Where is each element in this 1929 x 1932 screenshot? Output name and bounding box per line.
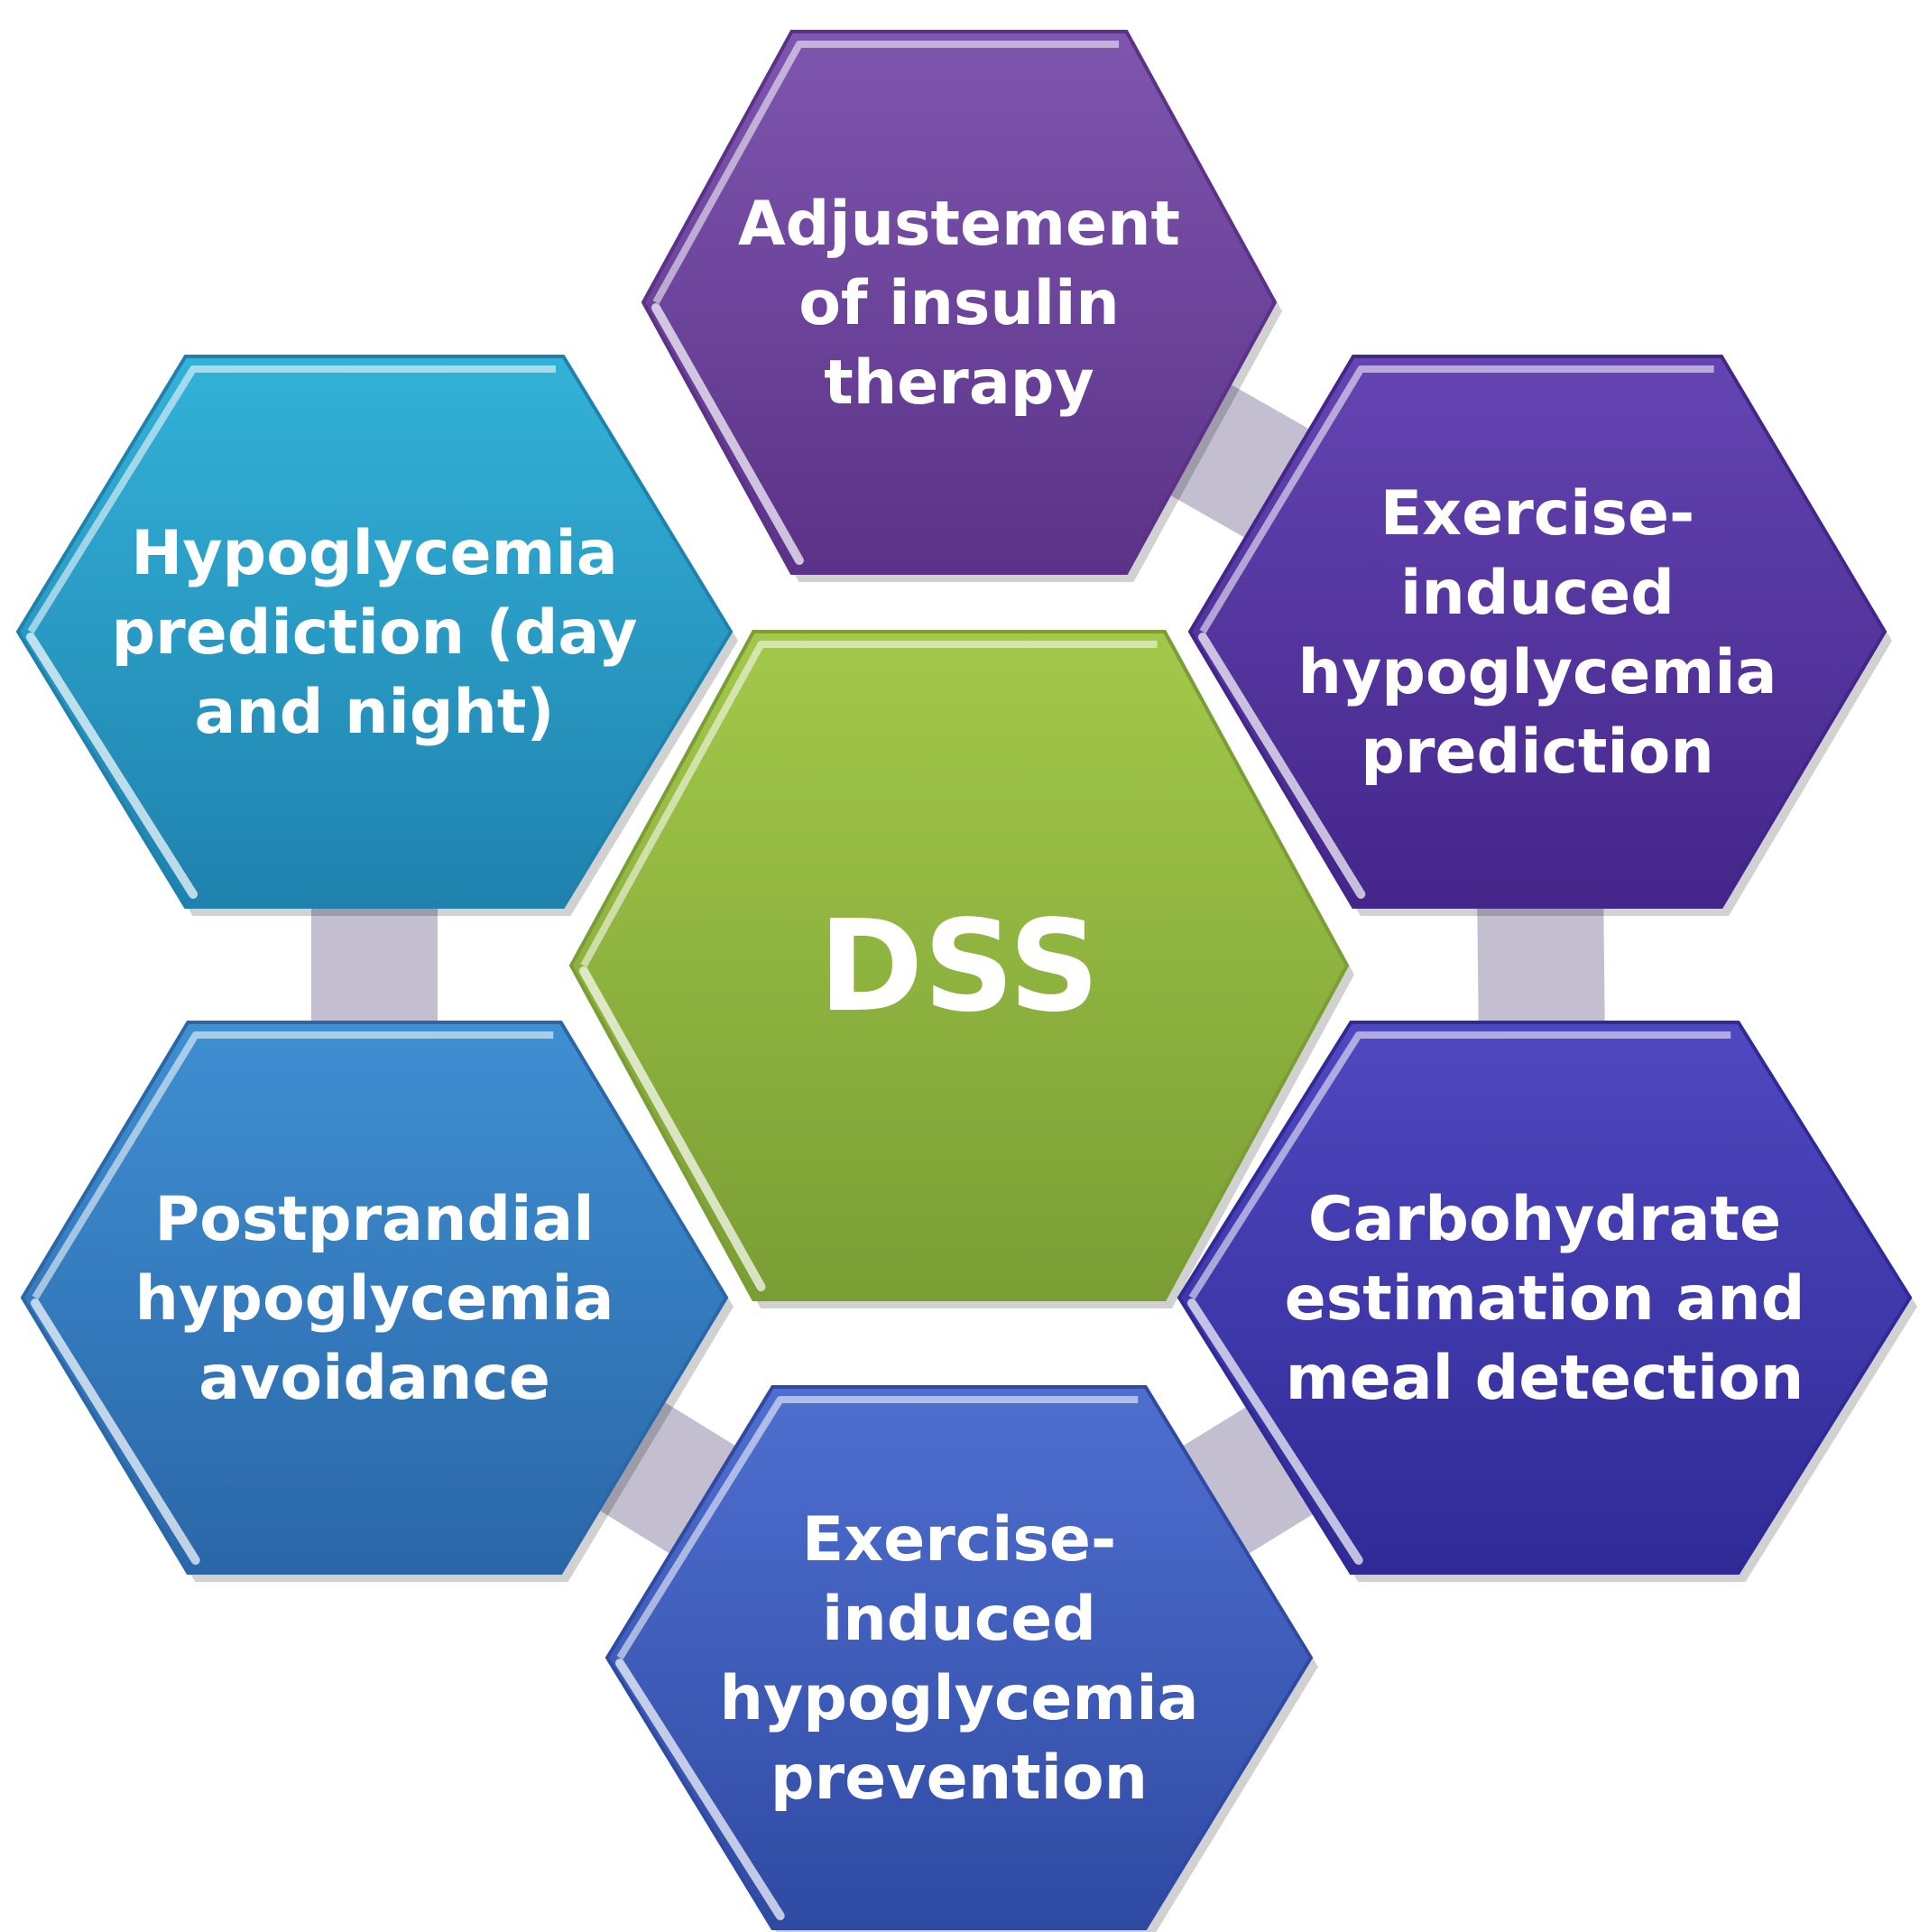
label-line: Postprandial	[154, 1184, 594, 1255]
hexagon-lower-left: Postprandial hypoglycemia avoidance	[20, 1021, 734, 1582]
label-line: prediction (day	[111, 597, 637, 669]
hexagon-bevel-highlight	[616, 1396, 1139, 1660]
hexagon-bevel-highlight	[652, 41, 1120, 304]
hexagon-label: Exercise-induced hypoglycemia prevention	[720, 1504, 1199, 1814]
label-line: induced	[1400, 558, 1675, 629]
hexagon-shape	[1177, 1021, 1913, 1575]
hexagon-upper-right: Exercise-induced hypoglycemia prediction	[1187, 355, 1892, 916]
label-line: of insulin	[798, 268, 1120, 339]
hexagon-bevel-highlight	[1188, 1031, 1731, 1300]
label-line: Carbohydrate	[1308, 1184, 1781, 1255]
label-line: Exercise-	[1380, 478, 1694, 550]
hexagon-bevel-edge	[1187, 1299, 1363, 1565]
label-line: prediction	[1361, 716, 1714, 788]
label-line: therapy	[824, 347, 1094, 419]
hexagon-bevel-highlight	[580, 641, 1158, 967]
hexagon-bevel-edge	[651, 303, 804, 565]
label-line: avoidance	[198, 1343, 550, 1414]
hexagon-lower-right: Carbohydrate estimation and meal detection	[1177, 1021, 1917, 1582]
hexagon-shape	[20, 1021, 729, 1575]
hexagon-shape	[641, 30, 1278, 575]
hexagon-bottom: Exercise-induced hypoglycemia prevention	[605, 1385, 1318, 1932]
hexagon-bevel-edge	[615, 1659, 785, 1920]
hexagon-bevel-edge	[1198, 633, 1366, 899]
label-line: induced	[822, 1584, 1096, 1655]
hexagon-top: Adjustement of insulin therapy	[641, 30, 1282, 582]
hexagon-bevel-edge	[31, 1299, 200, 1565]
hexagon-bevel-edge	[26, 633, 198, 899]
label-line: Adjustement	[738, 189, 1180, 260]
hexagon-bevel-highlight	[27, 365, 556, 634]
hexagon-label: Hypoglycemia prediction (day and night)	[111, 518, 637, 748]
hexagon-shape	[15, 355, 734, 909]
hexagon-bevel-highlight	[32, 1031, 554, 1300]
label-line: prevention	[771, 1742, 1148, 1814]
label-line: Exercise-	[802, 1504, 1116, 1576]
label-line: meal detection	[1286, 1343, 1804, 1414]
hexagon-label: Postprandial hypoglycemia avoidance	[135, 1184, 614, 1414]
label-line: DSS	[818, 893, 1100, 1040]
hexagon-label: Adjustement of insulin therapy	[738, 189, 1180, 419]
hexagon-label: Exercise-induced hypoglycemia prediction	[1298, 478, 1777, 788]
label-line: hypoglycemia	[720, 1663, 1199, 1734]
label-line: hypoglycemia	[1298, 637, 1777, 708]
hexagon-shape	[568, 630, 1350, 1301]
label-line: Hypoglycemia	[131, 518, 617, 589]
label-line: hypoglycemia	[135, 1263, 614, 1335]
center-label: DSS	[818, 893, 1100, 1040]
hexagon-shape	[1187, 355, 1887, 909]
hexagon-center-dss: DSS	[568, 630, 1354, 1308]
label-line: estimation and	[1285, 1263, 1805, 1335]
hexagon-shape	[605, 1385, 1314, 1930]
hexagon-bevel-highlight	[1199, 365, 1714, 634]
hexagon-bevel-edge	[579, 966, 766, 1291]
hexagon-upper-left: Hypoglycemia prediction (day and night)	[15, 355, 738, 916]
hexagon-group: Adjustement of insulin therapyExercise-ind…	[15, 30, 1917, 1932]
hexagon-label: Carbohydrate estimation and meal detection	[1285, 1184, 1805, 1414]
label-line: and night)	[194, 677, 554, 748]
